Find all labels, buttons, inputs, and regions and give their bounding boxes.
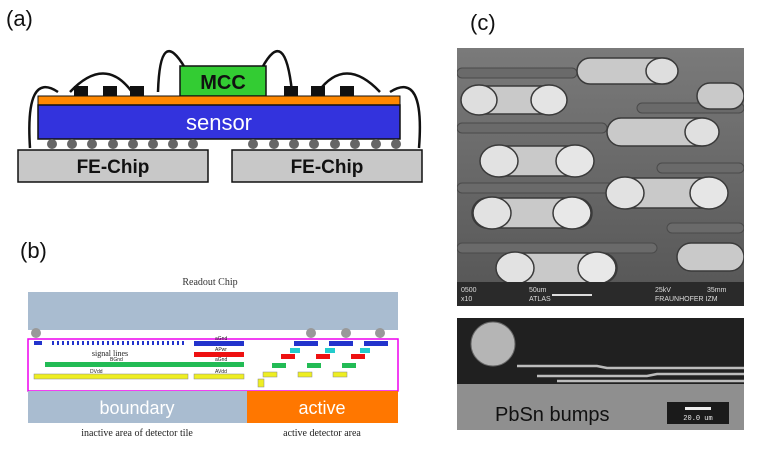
active-label: active <box>298 398 345 418</box>
sem-right-code: 35mm <box>707 287 727 294</box>
boundary-region-diagram: Readout Chip signal lines aGnd APwr BGnd… <box>27 277 399 439</box>
sem-voltage: 25kV <box>655 287 671 294</box>
layer-label-bgnd: BGnd <box>110 357 123 363</box>
active-region-layers <box>257 341 388 388</box>
module-cross-section-diagram: MCC sensor FE-Chip FE-Chip <box>17 49 423 183</box>
readout-bumps <box>31 328 385 338</box>
mcc-block <box>179 65 267 97</box>
fe-chip-right-label: FE-Chip <box>291 157 364 178</box>
bottom-scale-bar <box>685 407 711 410</box>
signal-line-pads <box>34 341 184 345</box>
pbsn-bump-sphere <box>470 321 516 367</box>
layer-label-agnd-top: aGnd <box>215 336 227 342</box>
signal-lines-label: signal lines <box>92 349 128 358</box>
layer-apwr <box>194 352 244 357</box>
bottom-scale-text: 20.0 um <box>683 415 712 423</box>
sem-bump-pads <box>460 57 744 285</box>
wire-bonds <box>28 49 422 149</box>
readout-chip-label: Readout Chip <box>182 277 237 288</box>
active-box <box>247 391 398 423</box>
boundary-box <box>28 391 247 423</box>
fe-chip-left-label: FE-Chip <box>77 157 150 178</box>
sem-left-code: 0500 <box>461 287 477 294</box>
sem-micrograph-top: 0500 x10 50um ATLAS 25kV 35mm FRAUNHOFER… <box>457 48 744 306</box>
layer-bgnd <box>45 362 244 367</box>
inactive-area-caption: inactive area of detector tile <box>81 428 193 439</box>
panel-label-a: (a) <box>6 6 33 31</box>
boundary-label: boundary <box>99 398 174 418</box>
layer-avdd <box>193 373 245 380</box>
sem-lab-left: ATLAS <box>529 296 551 303</box>
sensor-label: sensor <box>186 110 252 135</box>
bump-bonds <box>47 139 401 149</box>
readout-chip-block <box>28 292 398 330</box>
layer-dvdd <box>33 373 189 380</box>
layer-label-dvdd: DVdd <box>90 369 103 375</box>
pbsn-bumps-label: PbSn bumps <box>495 404 610 426</box>
flex-layer <box>37 95 401 106</box>
panel-label-b: (b) <box>20 238 47 263</box>
bottom-scale-box <box>667 402 729 424</box>
layer-label-avdd: AVdd <box>215 369 227 375</box>
sensor-block <box>37 104 401 140</box>
layer-agnd-top <box>194 341 244 346</box>
smd-components <box>74 86 354 96</box>
layer-label-apwr: APwr <box>215 347 227 353</box>
active-area-caption: active detector area <box>283 428 361 439</box>
sem-scale-bar <box>552 294 592 296</box>
sem-magnification: x10 <box>461 296 472 303</box>
fe-chip-left <box>17 149 209 183</box>
layer-label-agnd-2: aGnd <box>215 357 227 363</box>
panel-label-c: (c) <box>470 10 496 35</box>
cross-section-traces <box>517 364 744 383</box>
sem-micrograph-bottom: PbSn bumps 20.0 um <box>457 318 744 430</box>
mcc-label: MCC <box>200 72 246 94</box>
sem-lab-right: FRAUNHOFER IZM <box>655 296 718 303</box>
fe-chip-right <box>231 149 423 183</box>
sem-scale-text: 50um <box>529 287 547 294</box>
